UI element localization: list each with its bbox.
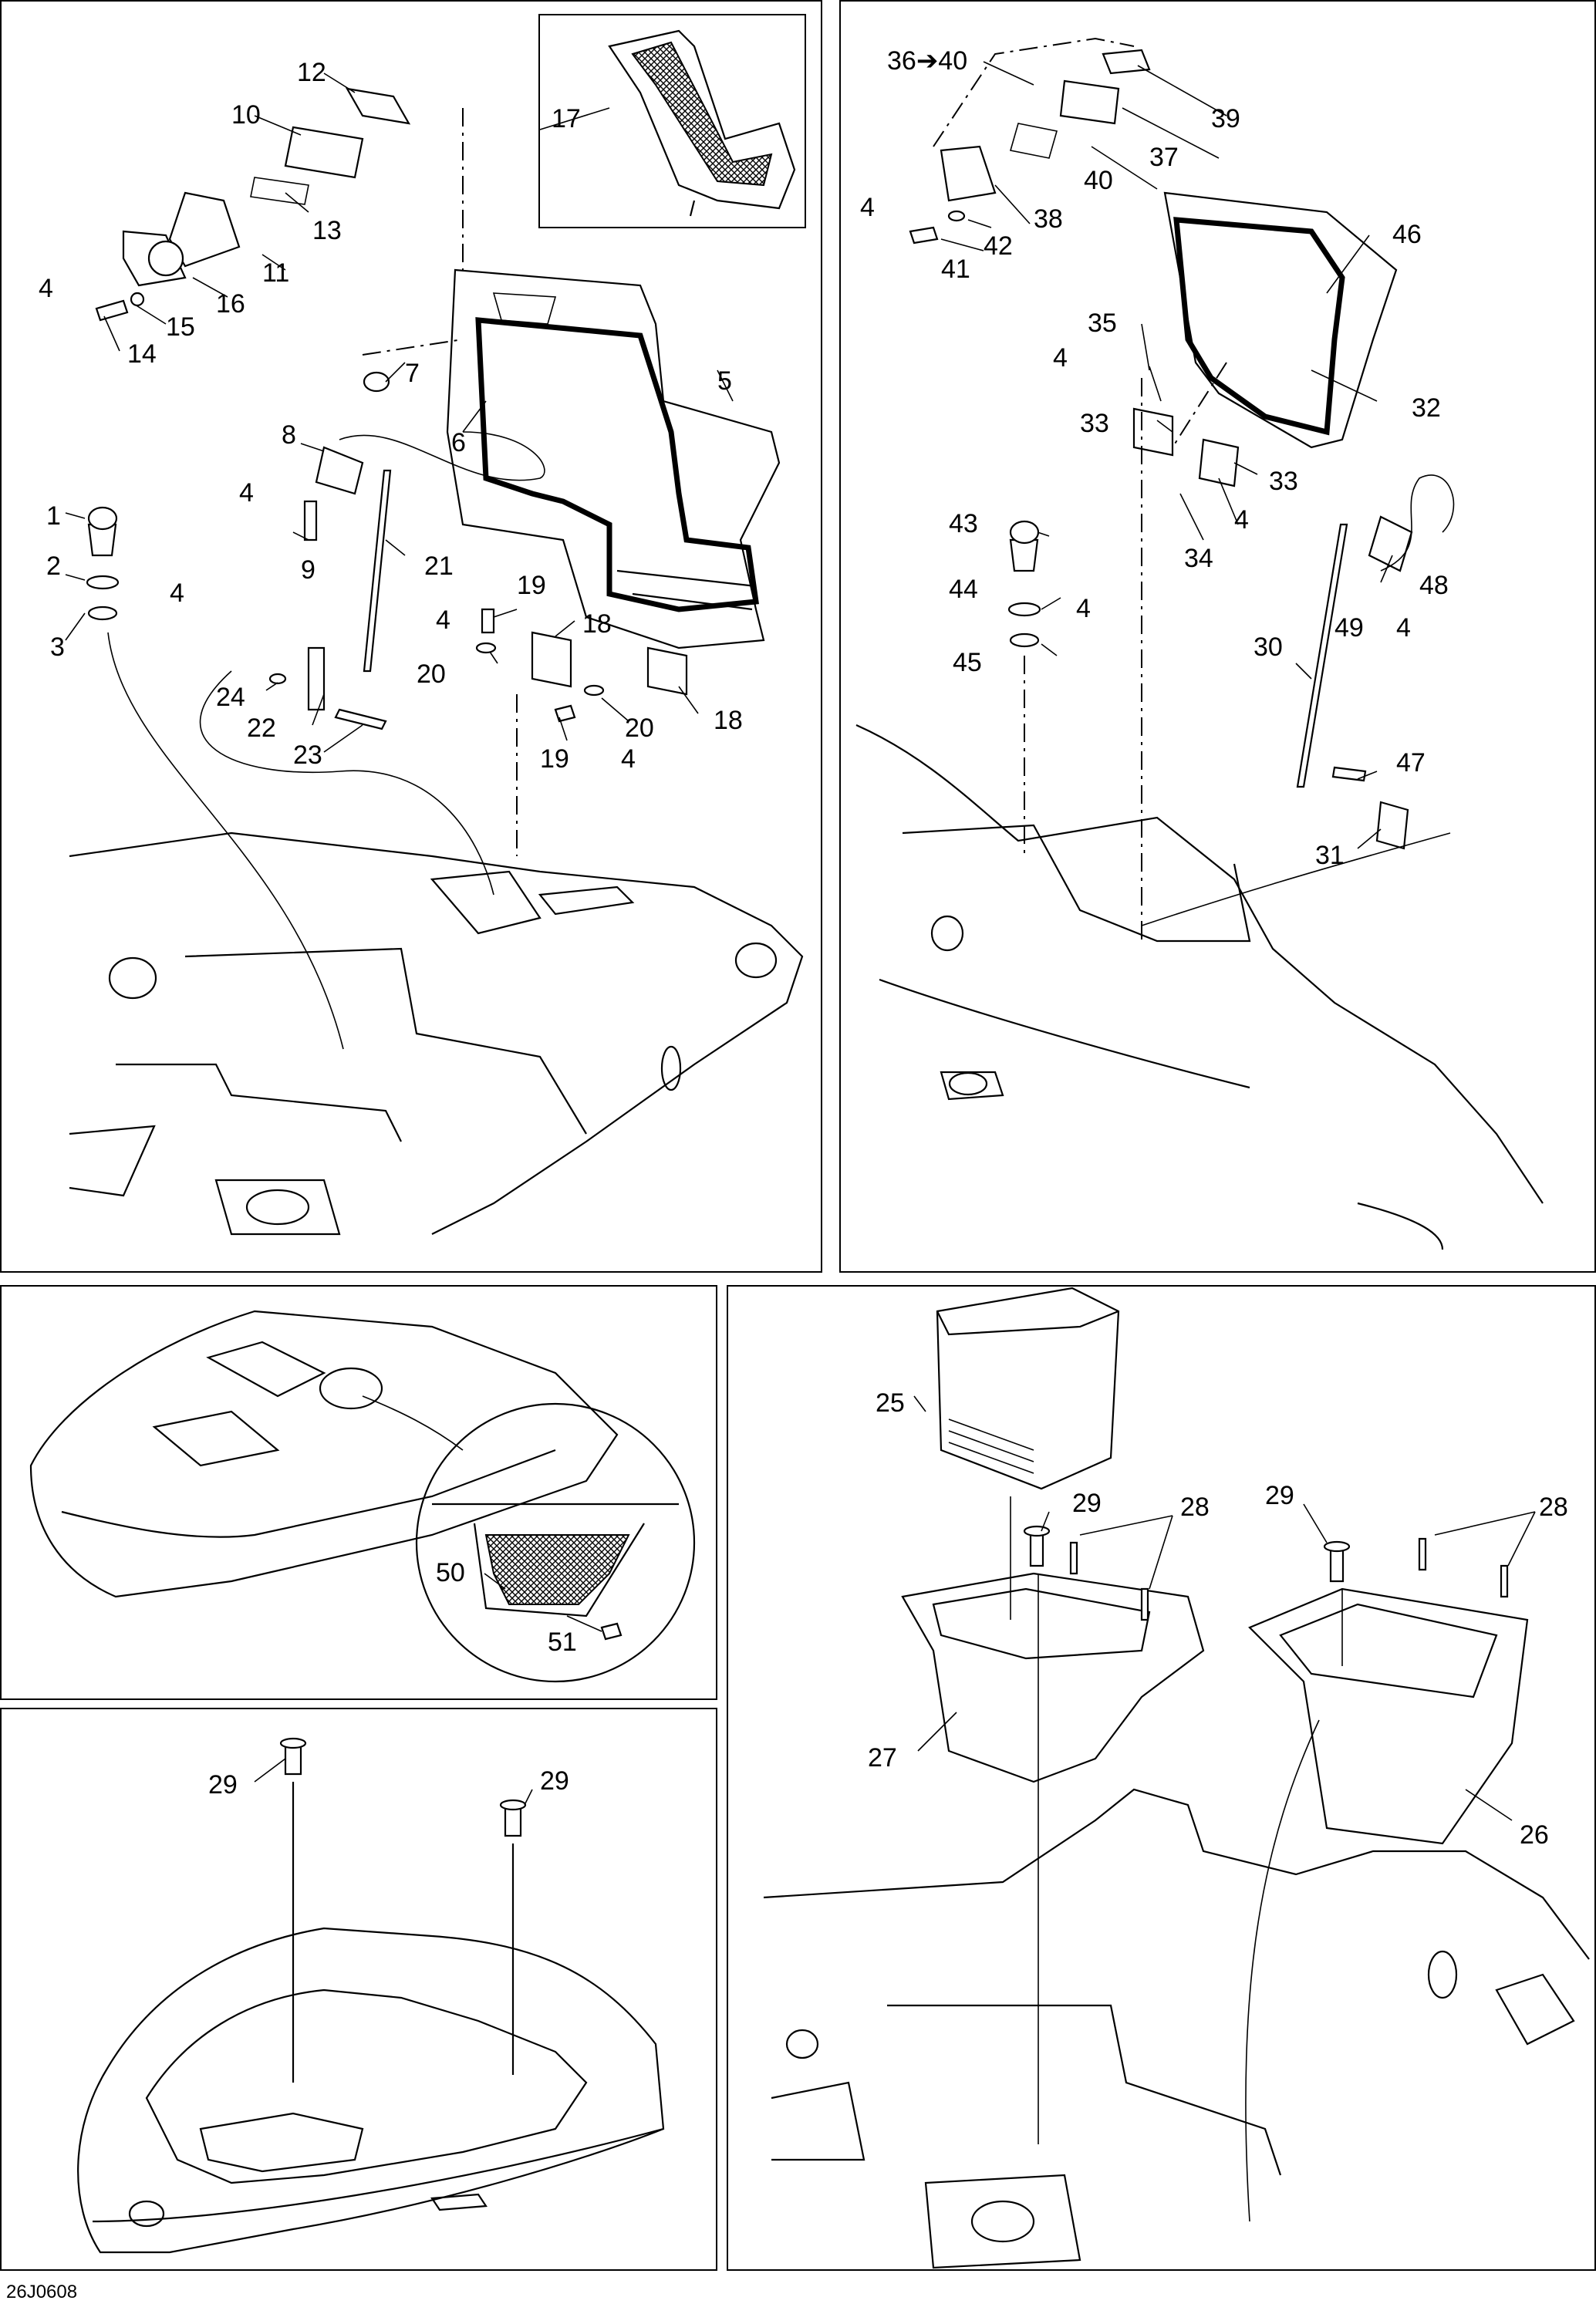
callout-torque-4-d: 4 — [436, 605, 450, 635]
callout-34: 34 — [1184, 544, 1213, 573]
callout-42: 42 — [984, 231, 1013, 261]
callout-torque-4-b: 4 — [239, 478, 254, 508]
callout-29-a: 29 — [208, 1770, 238, 1800]
callout-labels: 12 10 13 11 16 15 14 4 7 5 6 8 4 9 21 1 … — [39, 46, 1568, 1850]
callout-29-b: 29 — [540, 1766, 569, 1796]
callout-31: 31 — [1315, 841, 1345, 870]
callout-20-b: 20 — [625, 713, 654, 743]
callout-49: 49 — [1334, 613, 1364, 643]
callout-32: 32 — [1412, 393, 1441, 423]
callout-5: 5 — [717, 366, 732, 396]
callout-26: 26 — [1520, 1820, 1549, 1850]
callout-44: 44 — [949, 575, 978, 604]
callout-27: 27 — [868, 1743, 897, 1773]
callout-21: 21 — [424, 552, 454, 581]
callout-torque-4-g: 4 — [1053, 343, 1068, 373]
callout-30: 30 — [1254, 632, 1283, 662]
callout-47: 47 — [1396, 748, 1426, 778]
callout-28-a: 28 — [1180, 1493, 1210, 1522]
panel4-drawing — [77, 1737, 665, 2254]
callout-51: 51 — [548, 1628, 577, 1657]
callout-6: 6 — [451, 428, 466, 457]
callout-9: 9 — [301, 555, 315, 585]
callout-40: 40 — [1084, 166, 1113, 195]
callout-22: 22 — [247, 713, 276, 743]
callout-46: 46 — [1392, 220, 1422, 249]
callout-17: 17 — [552, 104, 581, 133]
callout-12: 12 — [297, 58, 326, 87]
callout-18-b: 18 — [714, 706, 743, 735]
callout-8: 8 — [282, 420, 296, 450]
callout-7: 7 — [405, 359, 420, 388]
callout-38: 38 — [1034, 204, 1063, 234]
callout-15: 15 — [166, 312, 195, 342]
callout-50: 50 — [436, 1558, 465, 1587]
panel-boat-overview — [0, 1285, 717, 1700]
callout-45: 45 — [953, 648, 982, 677]
callout-39: 39 — [1211, 104, 1240, 133]
callout-torque-4-h: 4 — [1234, 505, 1249, 535]
callout-37: 37 — [1149, 143, 1179, 172]
callout-35: 35 — [1088, 309, 1117, 338]
callout-24: 24 — [216, 683, 245, 712]
panel3-drawing — [29, 1310, 696, 1683]
callout-torque-4-a: 4 — [39, 274, 53, 303]
panel-bow-storage — [0, 1708, 717, 2271]
callout-29-d: 29 — [1265, 1481, 1294, 1510]
callout-14: 14 — [127, 339, 157, 369]
callout-1: 1 — [46, 501, 61, 531]
callout-18-a: 18 — [582, 609, 612, 639]
panel1-drawing — [65, 29, 804, 1236]
callout-19-a: 19 — [517, 571, 546, 600]
callout-43: 43 — [949, 509, 978, 538]
callout-torque-4-e: 4 — [621, 744, 636, 774]
panel5-drawing — [763, 1287, 1590, 2269]
callout-2: 2 — [46, 552, 61, 581]
callout-41: 41 — [941, 255, 970, 284]
callout-20-a: 20 — [417, 659, 446, 689]
callout-3: 3 — [50, 632, 65, 662]
callout-29-c: 29 — [1072, 1489, 1102, 1518]
callout-25: 25 — [876, 1388, 905, 1418]
callout-11: 11 — [262, 258, 289, 288]
callout-23: 23 — [293, 740, 322, 770]
callout-28-b: 28 — [1539, 1493, 1568, 1522]
callout-torque-4-f: 4 — [860, 193, 875, 222]
callout-torque-4-j: 4 — [1396, 613, 1411, 643]
drawing-code: 26J0608 — [6, 2282, 78, 2302]
callout-33-b: 33 — [1269, 467, 1298, 496]
callout-36-40: 36➔40 — [887, 46, 967, 76]
panel2-drawing — [855, 37, 1544, 1250]
callout-torque-4-i: 4 — [1076, 594, 1091, 623]
callout-16: 16 — [216, 289, 245, 319]
callout-13: 13 — [312, 216, 342, 245]
callout-10: 10 — [231, 100, 261, 130]
callout-48: 48 — [1419, 571, 1449, 600]
callout-33-a: 33 — [1080, 409, 1109, 438]
callout-19-b: 19 — [540, 744, 569, 774]
callout-torque-4-c: 4 — [170, 578, 184, 608]
